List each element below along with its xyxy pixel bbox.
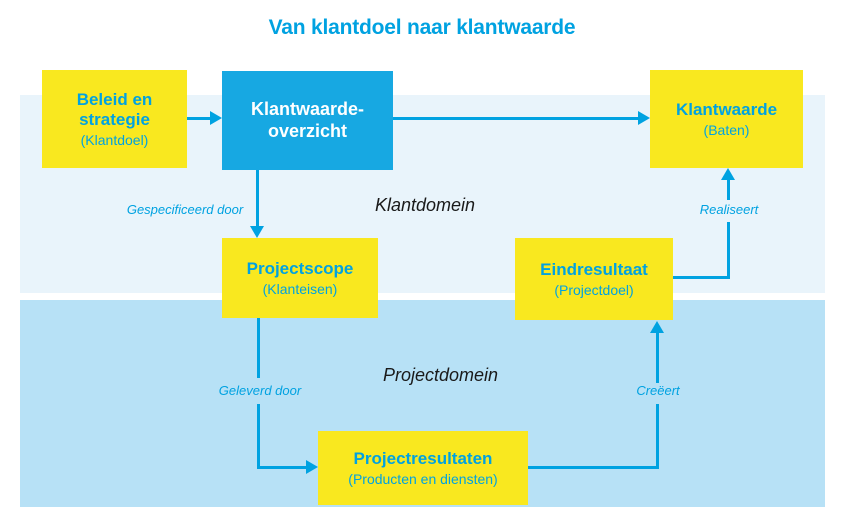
node-title: Klantwaarde-overzicht <box>250 99 365 141</box>
node-subtitle: (Projectdoel) <box>554 281 634 298</box>
arrowhead-right-icon <box>638 111 650 125</box>
edge-geleverd-line <box>257 466 306 469</box>
diagram-title: Van klantdoel naar klantwaarde <box>268 16 576 39</box>
node-title: Eindresultaat <box>540 259 648 279</box>
arrowhead-up-icon <box>650 321 664 333</box>
node-title: Projectresultaten <box>353 448 493 468</box>
edge-realiseert-line <box>673 276 730 279</box>
edge-creeert-line <box>656 333 659 383</box>
arrowhead-right-icon <box>306 460 318 474</box>
edge-label-creeert: Creëert <box>636 383 680 398</box>
node-klantwaarde-overzicht: Klantwaarde-overzicht <box>222 71 393 170</box>
node-eindresultaat: Eindresultaat (Projectdoel) <box>515 238 673 320</box>
edge-geleverd-line <box>257 404 260 468</box>
edge-gespecificeerd-line <box>256 170 259 227</box>
edge-realiseert-line <box>727 180 730 200</box>
edge-creeert-line <box>528 466 659 469</box>
edge-realiseert-line <box>727 222 730 278</box>
node-projectresultaten: Projectresultaten (Producten en diensten… <box>318 431 528 505</box>
node-title: Klantwaarde <box>675 99 778 119</box>
edge-label-geleverd: Geleverd door <box>218 383 302 398</box>
label-klantdomein: Klantdomein <box>374 195 476 215</box>
node-klantwaarde: Klantwaarde (Baten) <box>650 70 803 168</box>
edge-label-gespecificeerd: Gespecificeerd door <box>126 202 244 217</box>
node-subtitle: (Klantdoel) <box>80 131 149 148</box>
label-projectdomein: Projectdomein <box>382 365 499 385</box>
arrowhead-down-icon <box>250 226 264 238</box>
node-beleid-en-strategie: Beleid en strategie (Klantdoel) <box>42 70 187 168</box>
edge-overzicht-klantwaarde-line <box>393 117 639 120</box>
node-title: Projectscope <box>246 258 354 278</box>
node-title: Beleid en strategie <box>76 89 153 129</box>
arrowhead-right-icon <box>210 111 222 125</box>
node-projectscope: Projectscope (Klanteisen) <box>222 238 378 318</box>
node-subtitle: (Klanteisen) <box>262 280 338 297</box>
node-subtitle: (Baten) <box>703 121 750 138</box>
edge-label-realiseert: Realiseert <box>699 202 759 217</box>
node-subtitle: (Producten en diensten) <box>348 470 498 487</box>
edge-beleid-overzicht-line <box>187 117 211 120</box>
edge-geleverd-line <box>257 318 260 378</box>
arrowhead-up-icon <box>721 168 735 180</box>
edge-creeert-line <box>656 404 659 468</box>
